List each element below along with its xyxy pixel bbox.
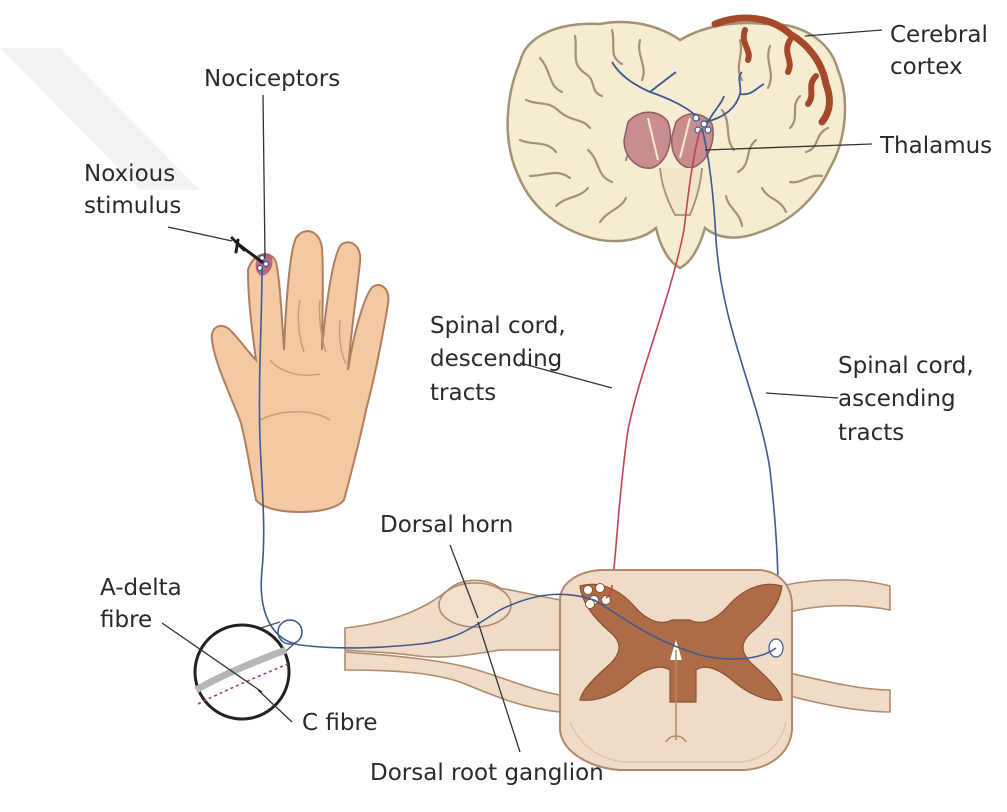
fibre-magnifier xyxy=(195,620,302,719)
stimulus-pin-icon xyxy=(232,238,262,262)
label-noxious-line1: Noxious xyxy=(84,159,175,189)
label-dorsal-root-ganglion: Dorsal root ganglion xyxy=(370,758,604,788)
spinal-cord-section xyxy=(345,570,890,770)
label-adelta-line1: A-delta xyxy=(100,573,182,603)
label-cerebral-line1: Cerebral xyxy=(890,20,988,50)
label-descending-line3: tracts xyxy=(430,378,496,408)
label-descending-line1: Spinal cord, xyxy=(430,311,566,341)
label-c-fibre: C fibre xyxy=(302,708,378,738)
label-descending-line2: descending xyxy=(430,344,562,374)
label-noxious-line2: stimulus xyxy=(84,191,181,221)
label-nociceptors: Nociceptors xyxy=(204,64,340,94)
brain-coronal-section xyxy=(508,18,845,268)
label-ascending-line3: tracts xyxy=(838,418,904,448)
label-adelta-line2: fibre xyxy=(100,605,152,635)
label-thalamus: Thalamus xyxy=(880,131,992,161)
label-ascending-line2: ascending xyxy=(838,384,956,414)
label-ascending-line1: Spinal cord, xyxy=(838,351,974,381)
label-dorsal-horn: Dorsal horn xyxy=(380,510,513,540)
label-cerebral-line2: cortex xyxy=(890,52,963,82)
dorsal-root-ganglion-shape xyxy=(439,583,511,627)
